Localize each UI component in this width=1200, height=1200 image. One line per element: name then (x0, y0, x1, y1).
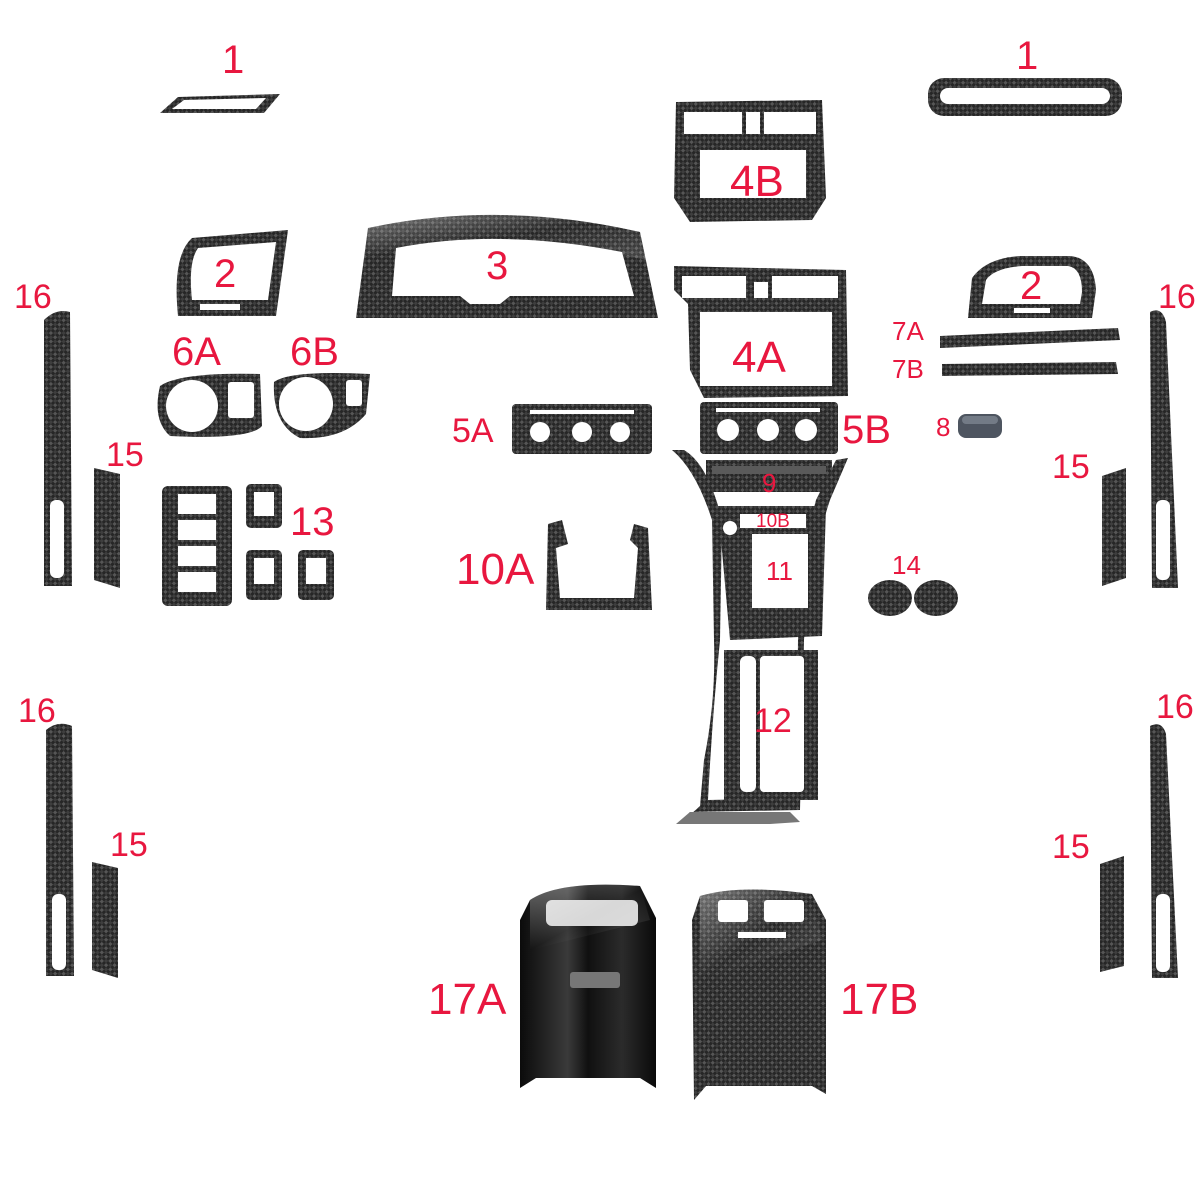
part-17b-rear-vent-console (692, 889, 826, 1100)
part-9-12-center-console (672, 450, 848, 824)
label-5b: 5B (842, 408, 891, 452)
label-3: 3 (486, 244, 509, 288)
label-13: 13 (290, 500, 335, 544)
label-8: 8 (936, 412, 951, 442)
part-15-panel-tr (1102, 468, 1126, 586)
label-15-tr: 15 (1052, 448, 1090, 486)
label-4b: 4B (730, 157, 784, 206)
label-10b: 10B (756, 511, 790, 532)
part-1-right (928, 78, 1122, 116)
label-15-bl: 15 (110, 826, 148, 864)
label-10a: 10A (456, 545, 535, 594)
part-6b-switch-trim (273, 373, 370, 439)
part-4b-center-trim (674, 100, 826, 222)
part-13-window-switch-frames (162, 484, 334, 606)
label-12: 12 (754, 702, 792, 740)
label-16-tr: 16 (1158, 278, 1196, 316)
label-16-tl: 16 (14, 278, 52, 316)
part-16-strip-bl (46, 723, 74, 976)
part-10a-gear-surround (546, 520, 652, 610)
label-9: 9 (762, 468, 777, 498)
part-17a-rear-vent-console (520, 884, 656, 1088)
label-15-br: 15 (1052, 828, 1090, 866)
part-14-knobs (868, 580, 958, 616)
part-16-strip-tl (44, 311, 72, 586)
part-8-cap (958, 414, 1002, 438)
part-15-panel-bl (92, 862, 118, 978)
label-17b: 17B (840, 975, 919, 1024)
label-1-left: 1 (222, 38, 245, 82)
part-15-panel-tl (94, 468, 120, 588)
part-5a-climate-panel (512, 404, 652, 454)
part-4a-screen-trim (674, 266, 848, 398)
part-16-strip-br (1150, 724, 1178, 978)
label-6a: 6A (172, 330, 221, 374)
part-7b-strip (942, 362, 1118, 376)
label-16-bl: 16 (18, 692, 56, 730)
part-3-cluster-surround (356, 214, 658, 318)
label-16-br: 16 (1156, 688, 1194, 726)
label-15-tl: 15 (106, 436, 144, 474)
label-6b: 6B (290, 330, 339, 374)
label-2-left: 2 (214, 252, 237, 296)
label-4a: 4A (732, 333, 786, 382)
label-17a: 17A (428, 975, 507, 1024)
label-7a: 7A (892, 316, 924, 346)
part-2-left (176, 230, 288, 316)
part-6a-switch-trim (157, 373, 262, 437)
part-1-left (160, 94, 280, 113)
part-7a-strip (940, 328, 1120, 348)
part-5b-climate-panel (700, 402, 838, 454)
label-14: 14 (892, 550, 921, 580)
part-2-right (968, 256, 1096, 318)
part-15-panel-br (1100, 856, 1124, 972)
label-7b: 7B (892, 354, 924, 384)
label-5a: 5A (452, 412, 494, 450)
label-1-right: 1 (1016, 34, 1039, 78)
part-16-strip-tr (1150, 310, 1178, 588)
label-2-right: 2 (1020, 264, 1043, 308)
label-11: 11 (766, 556, 793, 586)
